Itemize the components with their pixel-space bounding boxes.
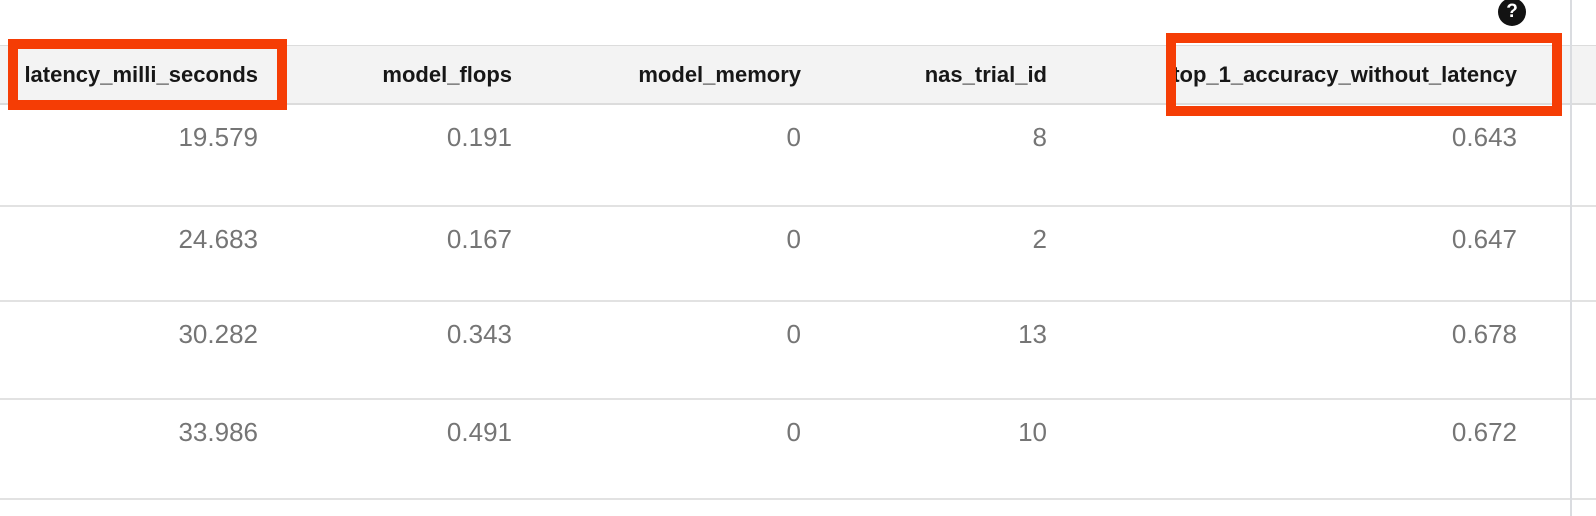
cell-nas-trial-id: 13 bbox=[1018, 319, 1047, 349]
cell-top1-accuracy: 0.643 bbox=[1451, 122, 1517, 152]
cell-stub bbox=[1571, 207, 1596, 224]
cell-stub bbox=[1571, 105, 1596, 122]
cell-nas-trial-id: 8 bbox=[1032, 122, 1047, 152]
cell-latency: 33.986 bbox=[178, 417, 258, 447]
cell-latency: 30.282 bbox=[178, 319, 258, 349]
table-row[interactable]: 33.986 0.491 0 10 0.672 bbox=[0, 400, 1596, 500]
column-header-model-flops[interactable]: model_flops bbox=[382, 61, 512, 87]
cell-model-flops: 0.191 bbox=[446, 122, 512, 152]
table-row[interactable]: 24.683 0.167 0 2 0.647 bbox=[0, 207, 1596, 302]
table-row[interactable]: 30.282 0.343 0 13 0.678 bbox=[0, 302, 1596, 400]
column-header-model-memory[interactable]: model_memory bbox=[638, 61, 801, 87]
cell-latency: 24.683 bbox=[178, 224, 258, 254]
cell-top1-accuracy: 0.672 bbox=[1451, 417, 1517, 447]
cell-stub bbox=[1571, 400, 1596, 417]
cell-model-memory: 0 bbox=[786, 417, 801, 447]
cell-model-memory: 0 bbox=[786, 122, 801, 152]
table-right-divider bbox=[1570, 0, 1572, 516]
cell-nas-trial-id: 2 bbox=[1032, 224, 1047, 254]
cell-model-memory: 0 bbox=[786, 224, 801, 254]
cell-latency: 19.579 bbox=[178, 122, 258, 152]
cell-model-memory: 0 bbox=[786, 319, 801, 349]
cell-model-flops: 0.167 bbox=[446, 224, 512, 254]
cell-top1-accuracy: 0.678 bbox=[1451, 319, 1517, 349]
cell-model-flops: 0.491 bbox=[446, 417, 512, 447]
cell-nas-trial-id: 10 bbox=[1018, 417, 1047, 447]
table-header-row: latency_milli_seconds model_flops model_… bbox=[0, 45, 1596, 105]
table-toolbar: ? bbox=[0, 0, 1596, 45]
cell-stub bbox=[1571, 302, 1596, 319]
column-header-latency-milli-seconds[interactable]: latency_milli_seconds bbox=[24, 61, 258, 87]
table-row[interactable]: 19.579 0.191 0 8 0.643 bbox=[0, 105, 1596, 207]
help-icon[interactable]: ? bbox=[1498, 0, 1526, 26]
cell-model-flops: 0.343 bbox=[446, 319, 512, 349]
column-header-nas-trial-id[interactable]: nas_trial_id bbox=[924, 61, 1047, 87]
column-header-top-1-accuracy-without-latency[interactable]: top_1_accuracy_without_latency bbox=[1172, 61, 1517, 87]
cell-top1-accuracy: 0.647 bbox=[1451, 224, 1517, 254]
